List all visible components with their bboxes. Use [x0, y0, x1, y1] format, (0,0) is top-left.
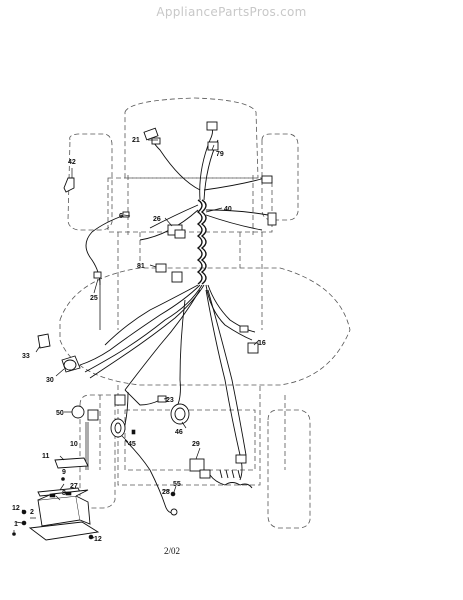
- page-date-footer: 2/02: [164, 546, 181, 556]
- callout-25: 25: [90, 295, 98, 302]
- harness-wires: [79, 124, 269, 514]
- callout-12-bottom: 12: [94, 536, 102, 543]
- callout-2: 2: [30, 509, 34, 516]
- callout-26: 26: [153, 216, 161, 223]
- leader-lines: [13, 139, 260, 539]
- callout-50: 50: [56, 410, 64, 417]
- callout-11: 11: [42, 453, 50, 460]
- callout-6: 6: [119, 213, 123, 220]
- callout-12-top: 12: [12, 505, 20, 512]
- callout-45: 45: [128, 441, 136, 448]
- harness-coil: [196, 199, 207, 285]
- callout-16: 16: [258, 340, 266, 347]
- callout-46: 46: [175, 429, 183, 436]
- callout-1: 1: [14, 521, 18, 528]
- callout-10: 10: [70, 441, 78, 448]
- callout-55: 55: [173, 481, 181, 488]
- parts: [12, 121, 277, 541]
- callout-81: 81: [137, 263, 145, 270]
- callout-79: 79: [216, 151, 224, 158]
- callout-8: 8: [62, 490, 66, 497]
- chassis-outline: [59, 97, 351, 529]
- callout-21: 21: [132, 137, 140, 144]
- callout-29: 29: [192, 441, 200, 448]
- callout-42: 42: [68, 159, 76, 166]
- callout-40: 40: [224, 206, 232, 213]
- callout-27: 27: [70, 483, 78, 490]
- callout-28: 28: [162, 489, 170, 496]
- callout-23: 23: [166, 397, 174, 404]
- callout-33: 33: [22, 353, 30, 360]
- callout-9: 9: [62, 469, 66, 476]
- callout-30: 30: [46, 377, 54, 384]
- watermark: AppliancePartsPros.com: [156, 5, 307, 19]
- callout-labels: 79 21 42 40 26 6 81 25 33 30 16 50 10 23…: [12, 137, 266, 543]
